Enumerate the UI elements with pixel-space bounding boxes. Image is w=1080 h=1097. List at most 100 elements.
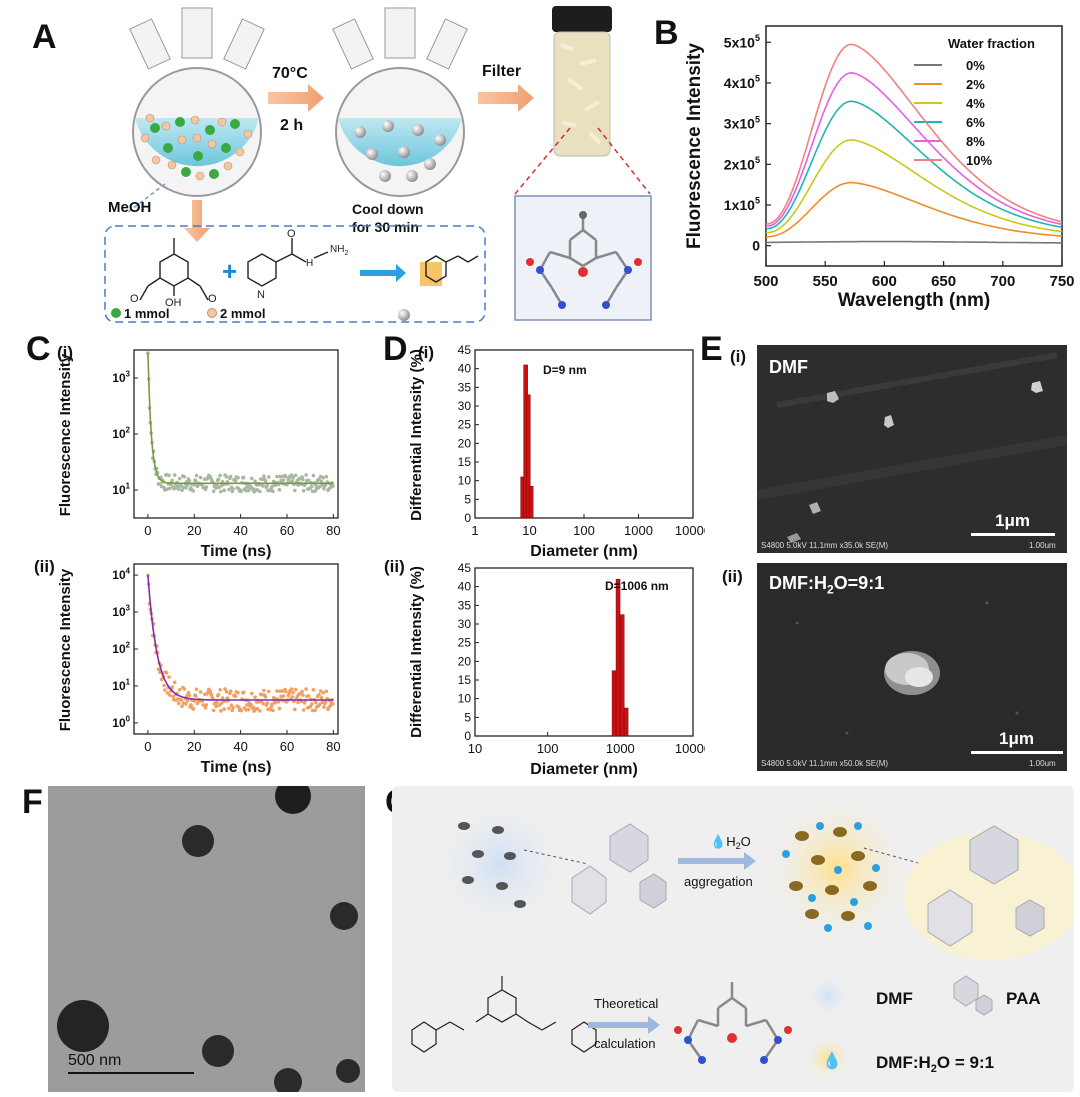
chart-c2-data-point bbox=[224, 689, 229, 694]
chart-c2-data-point bbox=[172, 680, 177, 685]
chart-c2-data-point bbox=[219, 709, 223, 713]
chart-c1-data-point bbox=[219, 489, 223, 494]
chart-c2-data-point bbox=[187, 693, 192, 697]
chart-b-series-line bbox=[766, 181, 1063, 238]
sem-image-dmf: DMF 1μm S4800 5.0kV 11.1mm x35.0k SE(M) … bbox=[757, 345, 1067, 553]
chart-c2-ytick-label: 101 bbox=[112, 678, 130, 693]
chart-b-legend-title: Water fraction bbox=[948, 36, 1035, 51]
chart-d2-ytick-label: 25 bbox=[458, 636, 472, 650]
aggregation-label: aggregation bbox=[684, 874, 753, 889]
chart-c1-data-point bbox=[273, 483, 278, 488]
chart-c2-data-point bbox=[179, 698, 183, 702]
chart-c1-xlabel: Time (ns) bbox=[201, 543, 272, 560]
chart-c1-data-point bbox=[214, 486, 218, 490]
chart-c2-data-point bbox=[176, 701, 181, 705]
chart-c2-data-point bbox=[250, 691, 254, 696]
chart-c2-data-point bbox=[170, 685, 174, 689]
chart-d1-ytick-label: 35 bbox=[458, 380, 472, 394]
panel-letter-c: C bbox=[26, 330, 51, 368]
chart-d2-ytick-label: 0 bbox=[464, 729, 471, 743]
chart-c1-data-point bbox=[204, 485, 209, 489]
cool-time-label: for 30 min bbox=[352, 219, 419, 235]
chart-c1-data-point bbox=[261, 484, 265, 488]
sem-dmf-particles bbox=[757, 345, 1067, 553]
chart-c2-data-point bbox=[182, 687, 187, 691]
chart-c2-data-point bbox=[296, 700, 300, 705]
chart-d1-xtick-label: 1 bbox=[471, 523, 478, 538]
zoom-line-right bbox=[597, 127, 651, 195]
chart-c1-data-point bbox=[314, 483, 318, 487]
chart-c2-data-point bbox=[314, 700, 318, 705]
chart-c1-xtick-label: 80 bbox=[326, 523, 340, 538]
chart-b-ylabel: Fluorescence Intensity bbox=[684, 43, 705, 249]
dmf-glow bbox=[428, 792, 572, 936]
chart-c1-data-point bbox=[180, 488, 184, 493]
molecule-model-3d bbox=[526, 211, 642, 309]
chart-c1-data-point bbox=[194, 479, 198, 483]
theoretical-label: Theoretical bbox=[594, 996, 658, 1011]
chart-c1-data-point bbox=[267, 475, 271, 479]
chart-c1-fit-line bbox=[147, 352, 334, 485]
aggregation-arrow bbox=[678, 852, 756, 870]
chart-c2-ytick-label: 102 bbox=[112, 641, 130, 656]
dialdehyde-o-left: O bbox=[130, 293, 139, 305]
sublabel-c-i: (i) bbox=[57, 343, 74, 362]
arrow-down bbox=[184, 200, 210, 242]
chart-c2-data-point bbox=[222, 707, 226, 711]
chart-c2-data-point bbox=[319, 696, 324, 700]
chart-c1-data-point bbox=[322, 486, 326, 491]
tem-particles bbox=[48, 786, 365, 1092]
reactant-hydrazide bbox=[247, 238, 329, 287]
chart-c2-data-point bbox=[211, 708, 216, 713]
chart-c1-ylabel: Fluorescence Intensity bbox=[57, 353, 74, 516]
chart-c2-data-point bbox=[290, 695, 295, 699]
chart-d1-ytick-label: 25 bbox=[458, 418, 472, 432]
hydrazide-o: O bbox=[287, 228, 296, 240]
chart-c1-data-point bbox=[277, 487, 282, 492]
chart-c2-data-point bbox=[249, 702, 253, 707]
plus-sign: + bbox=[222, 256, 237, 286]
panel-letter-b: B bbox=[654, 14, 679, 52]
chart-c1-data-point bbox=[281, 478, 286, 483]
chart-d1-xlabel: Diameter (nm) bbox=[530, 543, 638, 560]
chart-c2-data-point bbox=[228, 689, 233, 693]
chart-c1-data-point bbox=[296, 483, 300, 487]
mechanism-structure bbox=[411, 976, 597, 1053]
arrow-filter bbox=[478, 84, 534, 112]
dispersed-particles bbox=[458, 822, 526, 908]
chart-b-xlabel: Wavelength (nm) bbox=[838, 290, 990, 311]
chart-c1-data-point bbox=[331, 484, 335, 488]
panel-letter-f: F bbox=[22, 783, 43, 821]
chart-c1-data-point bbox=[222, 488, 226, 492]
chart-c2-data-point bbox=[231, 705, 235, 710]
chart-b-series-line bbox=[765, 71, 1063, 227]
chart-c2-xtick-label: 80 bbox=[326, 739, 340, 754]
chart-c2-data-point bbox=[293, 687, 298, 692]
chart-c2-data-point bbox=[159, 677, 164, 682]
chart-d1-ytick-label: 45 bbox=[458, 343, 472, 357]
chart-c2-data-point bbox=[276, 699, 281, 704]
chart-c1-xtick-label: 60 bbox=[280, 523, 294, 538]
chart-c2-data-point bbox=[220, 696, 225, 700]
chart-d2-bar bbox=[619, 614, 625, 737]
chart-c1-data-point bbox=[198, 475, 203, 480]
chart-c2-data-point bbox=[281, 694, 286, 698]
chart-c1-data-point bbox=[262, 474, 266, 478]
sublabel-d-i: (i) bbox=[418, 343, 435, 362]
vial-icon bbox=[552, 6, 612, 157]
chart-d1-ytick-label: 20 bbox=[458, 436, 472, 450]
zoom-pointer-1 bbox=[523, 849, 589, 865]
zoom-pointer-2 bbox=[863, 847, 923, 865]
chart-c2-data-point bbox=[215, 700, 219, 705]
sem-dmf-label: DMF bbox=[769, 357, 808, 377]
chart-c1-data-point bbox=[218, 473, 222, 478]
sem-image-mixture: DMF:H2O=9:1 1μm S4800 5.0kV 11.1mm x50.0… bbox=[757, 563, 1067, 771]
chart-c1-xtick-label: 0 bbox=[144, 523, 151, 538]
chart-d2-ylabel: Differential Intensity (%) bbox=[408, 566, 425, 738]
hydrazide-n: N bbox=[257, 289, 265, 301]
dls-chart-mixture: 10100100010000051015202530354045 Diamete… bbox=[408, 561, 705, 778]
chart-c1-ytick-label: 102 bbox=[112, 426, 130, 441]
chart-c1-frame bbox=[133, 349, 339, 519]
chart-b-legend-label: 10% bbox=[966, 153, 992, 168]
chart-c2-data-point bbox=[156, 667, 161, 672]
